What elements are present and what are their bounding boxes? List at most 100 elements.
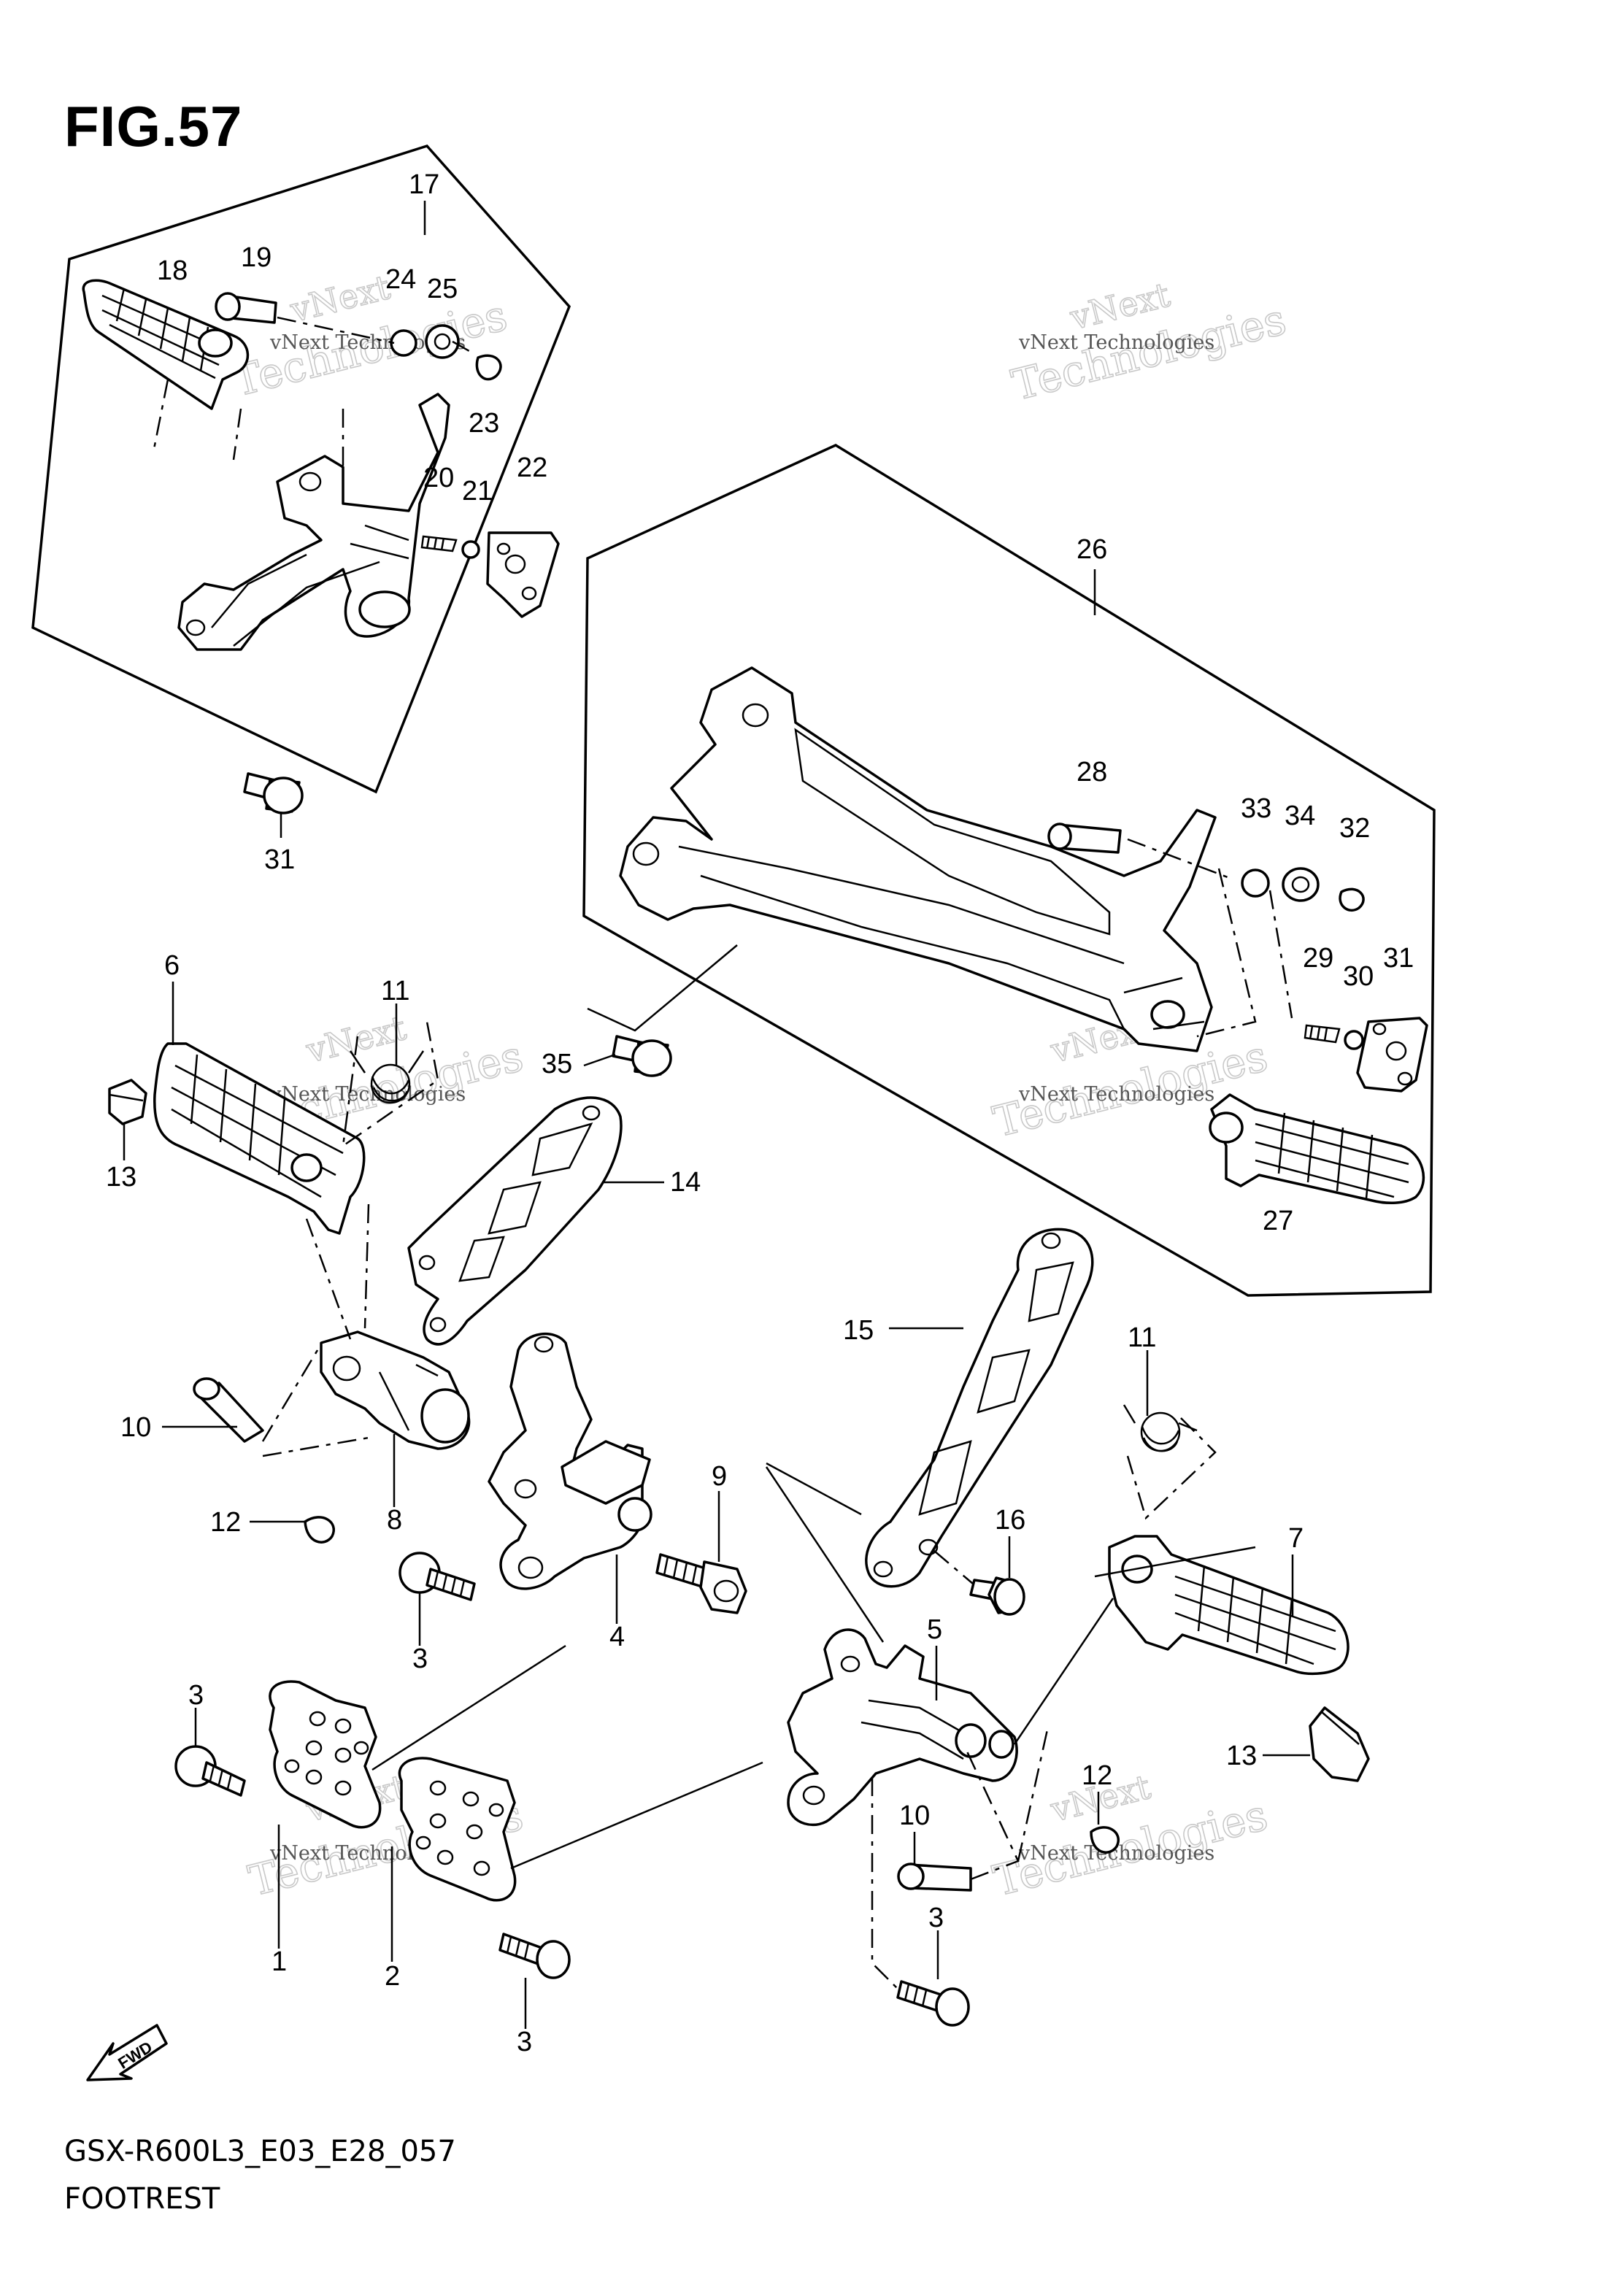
- label-33: 33: [1241, 793, 1271, 824]
- clip-part-32: [1339, 887, 1365, 912]
- leader-35: [583, 944, 738, 1067]
- main-bracket-part-26: [619, 666, 1217, 1052]
- label-23: 23: [469, 408, 499, 439]
- watermark-text-mid-right: vNext Technologies: [1018, 1083, 1214, 1106]
- plate-part-1: [269, 1680, 382, 1829]
- label-21: 21: [462, 476, 493, 506]
- footpeg-part-27: [1209, 1093, 1425, 1205]
- label-12-right: 12: [1082, 1760, 1112, 1791]
- bolt-part-3-c: [498, 1933, 571, 1979]
- label-31-right: 31: [1383, 943, 1414, 974]
- plate-part-31-right: [1356, 1017, 1428, 1093]
- assembly-lines-10-left: [261, 1349, 369, 1457]
- ball-part-30: [1344, 1030, 1364, 1050]
- label-3-d: 3: [928, 1903, 944, 1933]
- label-11-left: 11: [381, 976, 409, 1006]
- label-5: 5: [927, 1614, 942, 1645]
- label-2: 2: [385, 1961, 400, 1992]
- label-16: 16: [995, 1505, 1025, 1536]
- label-26: 26: [1077, 534, 1107, 565]
- footpeg-part-6: [153, 1042, 366, 1235]
- label-32: 32: [1339, 813, 1370, 844]
- label-3-c: 3: [517, 2027, 532, 2057]
- label-24: 24: [385, 264, 416, 295]
- watermark-group: vNext Technologies vNext Technologies vN…: [228, 266, 1292, 1906]
- heel-plate-part-14: [407, 1096, 623, 1346]
- label-9: 9: [712, 1461, 727, 1492]
- bolt-part-3-b: [174, 1745, 246, 1797]
- assembly-lines-11-left: [342, 1021, 439, 1148]
- label-6: 6: [164, 950, 180, 981]
- watermark-text-mid-left: vNext Technologies: [269, 1083, 466, 1106]
- assembly-lines-17: [152, 316, 475, 467]
- label-15: 15: [843, 1315, 874, 1346]
- assembly-lines-15: [765, 1462, 885, 1643]
- assembly-lines-16: [933, 1550, 974, 1584]
- label-11-right: 11: [1128, 1322, 1156, 1353]
- label-8: 8: [387, 1505, 402, 1536]
- bolt-part-16: [969, 1576, 1025, 1616]
- washer-hole-25: [434, 333, 451, 350]
- callout-labels: 17 18 19 24 25 23 20 21 22 31 26 28 33 3…: [106, 169, 1414, 2057]
- bolt-part-3-a: [398, 1552, 476, 1601]
- assembly-lines-8: [305, 1203, 370, 1340]
- label-35: 35: [542, 1049, 572, 1079]
- nut-part-13-left: [108, 1079, 147, 1125]
- bracket-part-4: [488, 1332, 652, 1590]
- assembly-lines-3-d: [871, 1777, 898, 1989]
- watermark-text-top-right: vNext Technologies: [1018, 331, 1214, 354]
- figure-title: FIG.57: [64, 94, 243, 158]
- heel-plate-part-15: [865, 1228, 1094, 1588]
- pin-part-10-right: [897, 1862, 972, 1892]
- bolt-part-3-d: [896, 1980, 970, 2027]
- label-13-left: 13: [106, 1162, 136, 1193]
- bracket-part-5: [787, 1628, 1018, 1826]
- diagram-code: GSX-R600L3_E03_E28_057: [64, 2135, 456, 2168]
- washer-part-34: [1282, 867, 1320, 902]
- spring-part-29: [1304, 1024, 1341, 1044]
- diagram-name: FOOTREST: [64, 2182, 220, 2216]
- label-31-left: 31: [264, 844, 295, 875]
- label-18: 18: [157, 255, 188, 286]
- washer-hole-34: [1291, 876, 1310, 893]
- bolt-part-35: [612, 1035, 672, 1077]
- label-28: 28: [1077, 757, 1107, 787]
- label-17: 17: [409, 169, 439, 200]
- pin-part-19: [215, 292, 277, 324]
- assembly-lines-plates: [371, 1644, 763, 1870]
- label-29: 29: [1303, 943, 1333, 974]
- clip-part-12-right: [1090, 1826, 1120, 1854]
- label-30: 30: [1343, 961, 1374, 992]
- washer-part-24: [390, 329, 417, 357]
- clip-part-12-left: [304, 1516, 335, 1544]
- pin-part-28: [1047, 823, 1122, 854]
- bolt-part-31-left: [243, 772, 304, 814]
- clip-part-23: [475, 354, 502, 381]
- label-14: 14: [670, 1167, 701, 1198]
- washer-part-33: [1241, 868, 1270, 898]
- spring-part-11-left: [349, 1050, 425, 1104]
- label-27: 27: [1263, 1206, 1293, 1236]
- holder-part-8: [320, 1330, 471, 1450]
- spring-part-11-right: [1123, 1404, 1198, 1452]
- label-7: 7: [1288, 1523, 1304, 1554]
- label-3-b: 3: [188, 1680, 204, 1711]
- label-13-right: 13: [1226, 1741, 1257, 1771]
- ball-part-21: [461, 540, 480, 559]
- pin-part-10-left: [193, 1377, 264, 1443]
- label-25: 25: [427, 274, 458, 304]
- assembly-lines-26: [1127, 838, 1293, 1038]
- footpeg-part-18: [82, 279, 250, 410]
- assembly-box-26: [582, 444, 1436, 1297]
- label-3-a: 3: [412, 1644, 428, 1674]
- rear-bracket-in-box-17: [177, 393, 450, 651]
- label-4: 4: [609, 1622, 625, 1652]
- label-20: 20: [423, 463, 454, 493]
- footpeg-part-7: [1108, 1535, 1349, 1676]
- assembly-lines-10-right: [966, 1729, 1049, 1881]
- spring-part-20: [420, 535, 458, 552]
- label-34: 34: [1285, 801, 1315, 831]
- fwd-arrow-icon: FWD: [86, 2024, 168, 2081]
- assembly-lines-7: [1013, 1546, 1256, 1745]
